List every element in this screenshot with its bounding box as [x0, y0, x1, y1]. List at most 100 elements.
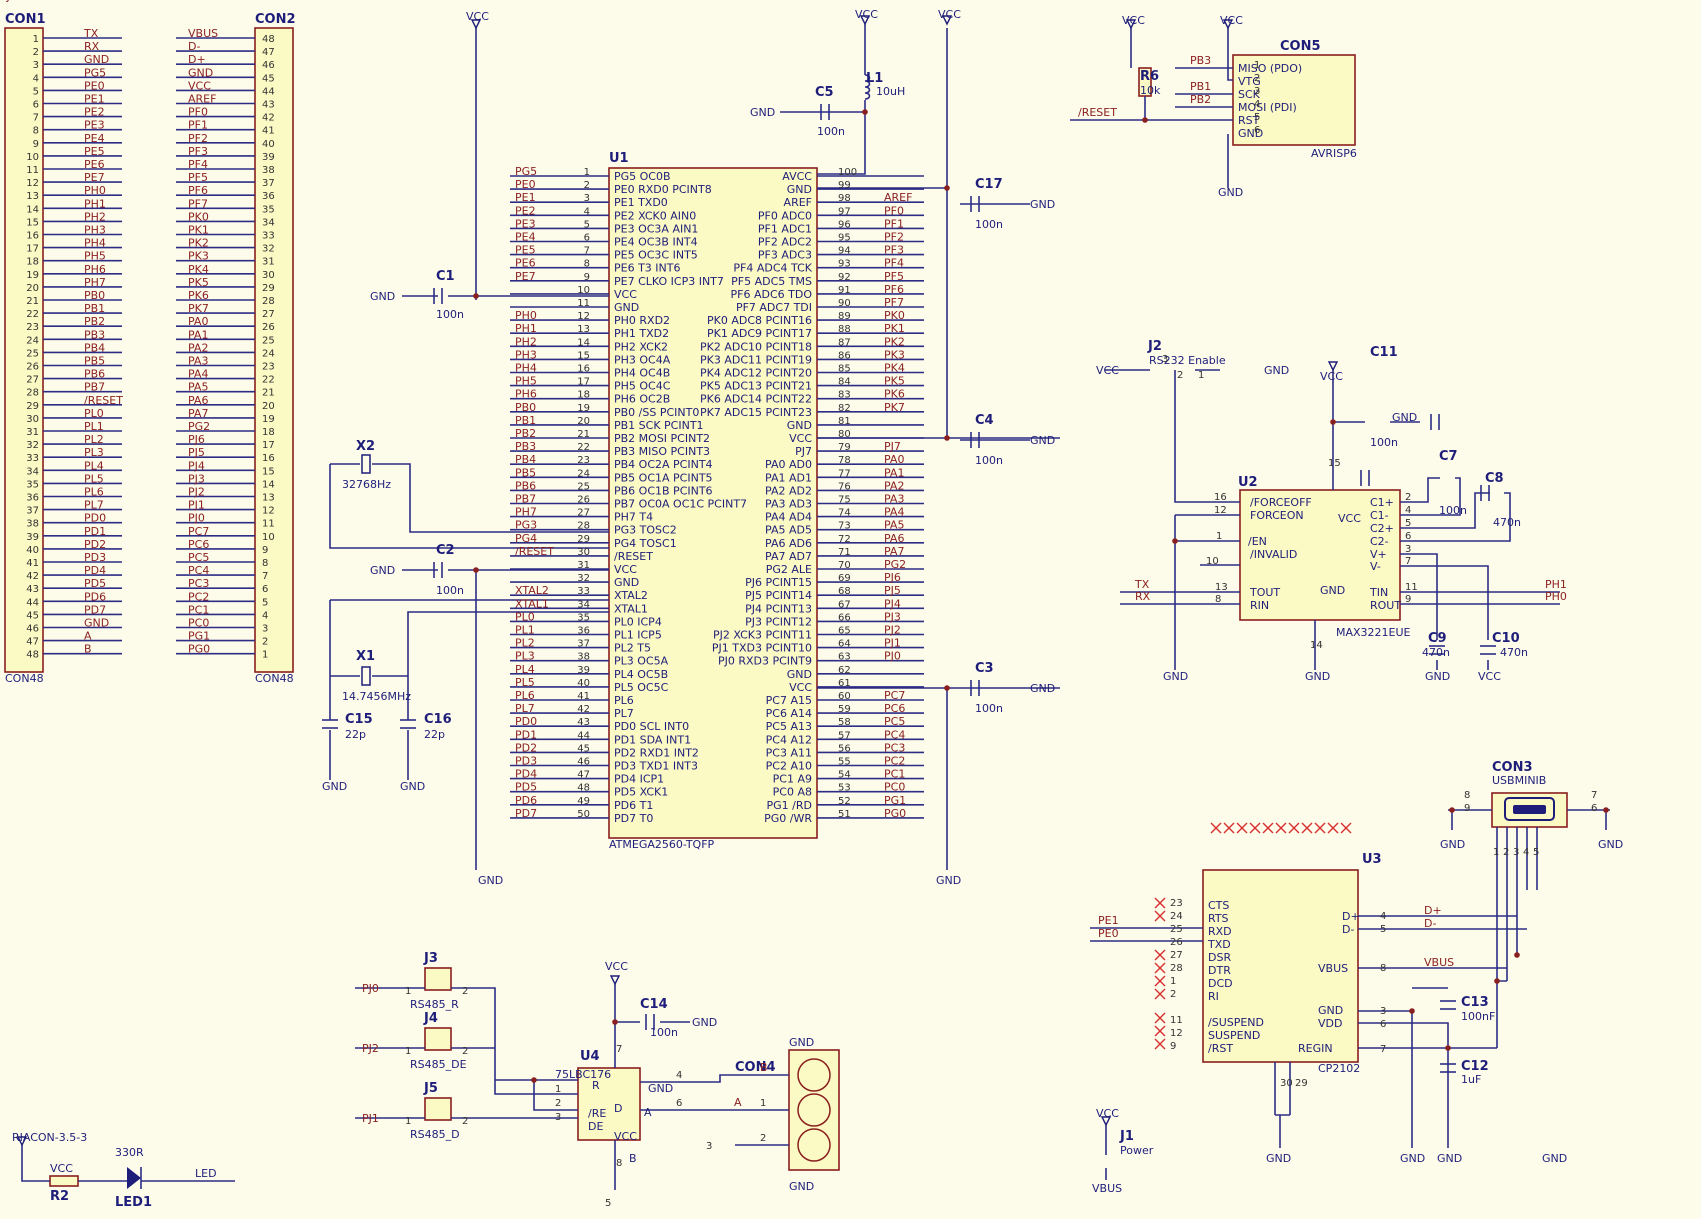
u1-pin-number: 55 [838, 757, 851, 768]
u1-net-label: PF5 [884, 270, 904, 283]
u1-ref: U1 [609, 151, 629, 166]
con1-net-label: TX [83, 27, 99, 40]
schematic-label: J1 [1119, 1129, 1134, 1144]
con2-pin-number: 11 [262, 519, 275, 530]
u1-pin-number: 86 [838, 350, 851, 361]
schematic-label: C1+ [1370, 496, 1394, 509]
u1-net-label: PE4 [515, 231, 536, 244]
con1-net-label: PL2 [84, 433, 104, 446]
con2-net-label: PG1 [188, 630, 210, 643]
con2-pin-number: 30 [262, 270, 275, 281]
schematic-label: CON48 [255, 672, 294, 685]
u1-net-label: PA6 [884, 532, 904, 545]
u1-net-label: XTAL1 [515, 597, 549, 610]
u1-net-label: PJ0 [884, 650, 901, 663]
u1-pin-function: PC3 A11 [766, 746, 812, 759]
u1-pin-function: PK1 ADC9 PCINT17 [707, 327, 812, 340]
u1-pin-function: PE0 RXD0 PCINT8 [614, 183, 712, 196]
con2-net-label: PC0 [188, 617, 209, 630]
u4-body [577, 1067, 641, 1141]
con1-net-label: A [84, 630, 92, 643]
con2-net-label: PC2 [188, 590, 209, 603]
u1-pin-number: 93 [838, 259, 851, 270]
con1-net-label: B [84, 643, 92, 656]
con1-net-label: PD6 [84, 590, 106, 603]
con2-pin-number: 28 [262, 296, 275, 307]
con1-pin-number: 9 [33, 139, 39, 150]
u1-net-label: PF4 [884, 257, 904, 270]
schematic-label: U2 [1238, 475, 1258, 490]
schematic-label: SUSPEND [1208, 1029, 1260, 1042]
vcc-arrow-icon [1100, 1116, 1112, 1127]
con2-pin-number: 10 [262, 532, 275, 543]
u1-pin-number: 74 [838, 508, 851, 519]
u1-net-label: PE3 [515, 217, 536, 230]
con2-body [254, 27, 294, 673]
con2-pin-number: 36 [262, 191, 275, 202]
schematic-label: 2 [1254, 73, 1260, 84]
u1-pin-function: PJ7 [795, 445, 812, 458]
u1-pin-number: 46 [577, 757, 590, 768]
junction-dot [1409, 1008, 1415, 1014]
con2-net-label: PK3 [188, 250, 209, 263]
con1-pin-number: 13 [26, 191, 39, 202]
vcc-arrow-icon [859, 15, 871, 26]
con2-net-label: PJ5 [188, 446, 205, 459]
u1-pin-number: 23 [577, 455, 590, 466]
u1-pin-number: 40 [577, 678, 590, 689]
schematic-label: /INVALID [1250, 548, 1297, 561]
con1-net-label: PD5 [84, 577, 106, 590]
con2-pin-number: 19 [262, 414, 275, 425]
u1-pin-number: 5 [584, 219, 590, 230]
schematic-label: GND [1440, 838, 1465, 851]
j5-body [424, 1097, 452, 1121]
u1-net-label: PF7 [884, 296, 904, 309]
schematic-label: D- [1424, 917, 1436, 930]
con2-pin-number: 34 [262, 217, 275, 228]
schematic-label: J4 [423, 1011, 438, 1026]
schematic-label: 2 [1503, 847, 1509, 858]
schematic-label: VCC [466, 10, 489, 23]
u1-pin-number: 85 [838, 364, 851, 375]
u1-pin-number: 2 [584, 180, 590, 191]
schematic-label: 32768Hz [342, 478, 391, 491]
con4-terminal-2-icon [797, 1093, 831, 1127]
schematic-label: TIN [1369, 586, 1388, 599]
schematic-label: 3 [1254, 86, 1260, 97]
schematic-label: 27 [1170, 950, 1183, 961]
schematic-label: C17 [975, 177, 1003, 192]
u1-net-label: PE6 [515, 257, 536, 270]
nc-marker-icon [1275, 822, 1287, 834]
schematic-label: 1uF [1461, 1073, 1481, 1086]
con2-net-label: PF0 [188, 106, 208, 119]
schematic-label: 14 [1310, 640, 1323, 651]
con1-net-label: PB3 [84, 328, 105, 341]
schematic-label: 10k [1140, 84, 1161, 97]
con2-pin-number: 25 [262, 335, 275, 346]
u1-pin-number: 35 [577, 612, 590, 623]
u1-pin-function: PK6 ADC14 PCINT22 [700, 393, 812, 406]
con1-pin-number: 39 [26, 532, 39, 543]
con1-net-label: PB7 [84, 381, 105, 394]
con1-pin-number: 46 [26, 624, 39, 635]
u1-pin-number: 1 [584, 167, 590, 178]
u1-net-label: PL6 [515, 689, 535, 702]
con1-pin-number: 6 [33, 100, 39, 111]
con1-pin-number: 47 [26, 637, 39, 648]
con1-net-label: PH2 [84, 210, 106, 223]
u1-net-label: PB7 [515, 493, 536, 506]
schematic-label: PJ7 [0, 0, 17, 3]
schematic-label: 1 [555, 1084, 561, 1095]
u1-pin-function: PA7 AD7 [765, 550, 812, 563]
u1-pin-function: PK4 ADC12 PCINT20 [700, 367, 812, 380]
u1-pin-number: 75 [838, 495, 851, 506]
schematic-label: 22p [345, 728, 366, 741]
schematic-label: R6 [1140, 69, 1159, 84]
con2-net-label: D+ [188, 53, 206, 66]
con2-pin-number: 44 [262, 86, 275, 97]
schematic-label: J2 [1147, 339, 1162, 354]
schematic-label: 2 [1177, 370, 1183, 381]
schematic-label: 3 [1162, 354, 1168, 365]
schematic-label: GND [400, 780, 425, 793]
con1-pin-number: 18 [26, 257, 39, 268]
